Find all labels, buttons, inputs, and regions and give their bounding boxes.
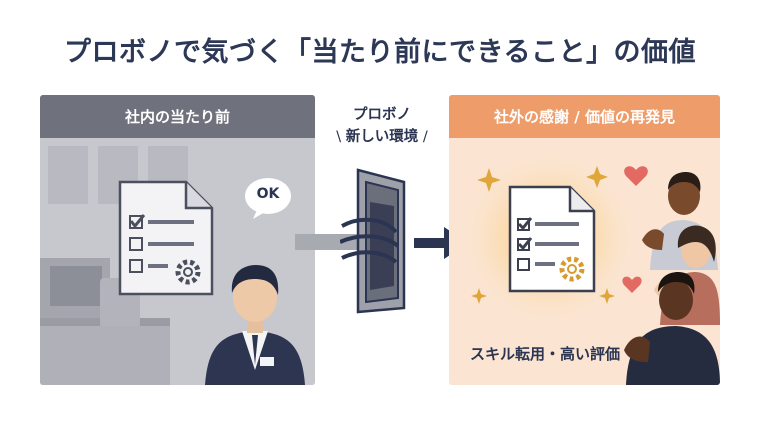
middle-label-line1: プロボノ <box>353 107 411 123</box>
ok-speech-bubble <box>245 178 291 219</box>
page-title: プロボノで気づく「当たり前にできること」の価値 <box>64 37 696 68</box>
right-panel: 社外の感謝 / 価値の再発見 <box>449 95 720 385</box>
office-worker-figure <box>205 265 305 385</box>
left-panel-header: 社内の当たり前 <box>40 95 315 138</box>
checklist-document-icon <box>118 180 214 296</box>
right-panel-header: 社外の感謝 / 価値の再発見 <box>449 95 720 138</box>
bright-document-icon <box>508 185 596 293</box>
middle-label: プロボノ \ 新しい環境 / <box>336 107 428 145</box>
ok-bubble-text: OK <box>256 186 280 202</box>
clapping-people-figures <box>622 166 720 385</box>
middle-label-line2: 新しい環境 <box>345 129 419 145</box>
left-panel: 社内の当たり前 <box>40 95 315 385</box>
portal-door-icon <box>340 168 406 314</box>
right-panel-caption: スキル転用・高い評価 <box>470 345 621 363</box>
